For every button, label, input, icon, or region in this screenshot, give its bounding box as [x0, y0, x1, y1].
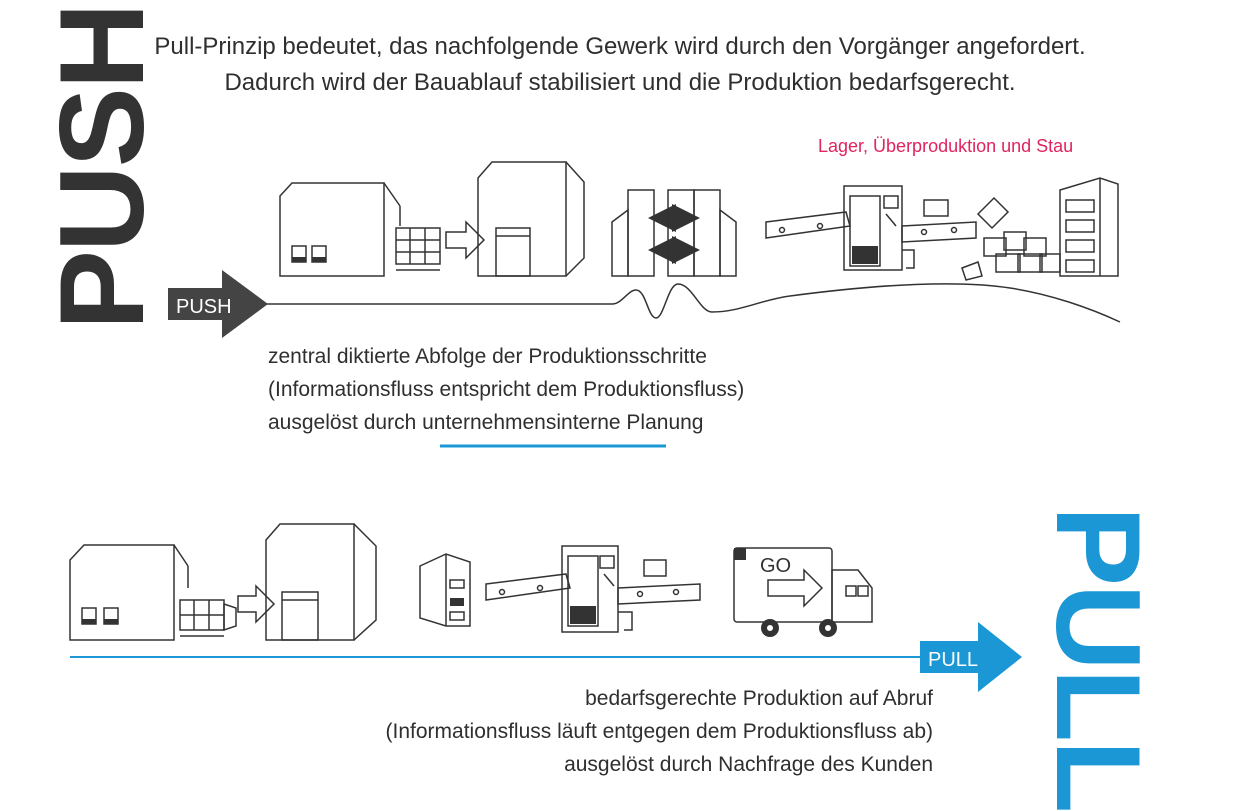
pull-desc-line-1: bedarfsgerechte Produktion auf Abruf	[585, 687, 933, 710]
pull-arrow-label: PULL	[928, 649, 978, 671]
pull-arrow: PULL	[920, 622, 1022, 692]
push-description: zentral diktierte Abfolge der Produktion…	[268, 340, 744, 439]
flow-arrow-icon	[237, 584, 276, 624]
warehouse-icon	[69, 544, 189, 641]
intro-line-1: Pull-Prinzip bedeutet, das nachfolgende …	[154, 33, 1086, 60]
push-desc-line-1: zentral diktierte Abfolge der Produktion…	[268, 345, 707, 368]
push-arrow: PUSH	[168, 270, 268, 338]
shelving-icon	[611, 189, 737, 277]
push-flow-line	[266, 283, 1121, 323]
box-pile-icon	[961, 196, 1061, 281]
push-desc-line-3: ausgelöst durch unternehmensinterne Plan…	[268, 406, 744, 439]
pull-desc-line-3: ausgelöst durch Nachfrage des Kunden	[564, 753, 933, 776]
truck-go-label: GO	[760, 555, 791, 577]
conveyor-machine-icon	[765, 185, 977, 271]
delivery-truck-icon: GO	[733, 547, 873, 637]
push-desc-line-3-pre: ausgelöst durch	[268, 411, 423, 434]
warehouse-shelf-icon	[1059, 177, 1119, 277]
push-warning-label: Lager, Überproduktion und Stau	[818, 136, 1074, 156]
conveyor-machine-icon	[485, 545, 701, 633]
flow-illustration: PUSH	[69, 161, 1121, 692]
factory-hall-icon	[265, 523, 377, 641]
pull-description: bedarfsgerechte Produktion auf Abruf (In…	[386, 682, 933, 781]
flow-arrow-icon	[445, 220, 486, 260]
intro-line-2: Dadurch wird der Bauablauf stabilisiert …	[224, 69, 1016, 96]
pallet-icon	[179, 599, 237, 637]
factory-hall-icon	[477, 161, 585, 277]
pull-desc-line-2: (Informationsfluss läuft entgegen dem Pr…	[385, 720, 933, 743]
push-desc-emphasis: unternehmensinterne	[422, 411, 621, 434]
push-desc-line-3-post: Planung	[620, 411, 704, 434]
push-desc-line-2: (Informationsfluss entspricht dem Produk…	[268, 378, 745, 401]
warehouse-icon	[279, 182, 401, 277]
shelving-icon	[419, 553, 471, 627]
pallet-icon	[395, 227, 441, 271]
push-arrow-label: PUSH	[176, 296, 232, 318]
